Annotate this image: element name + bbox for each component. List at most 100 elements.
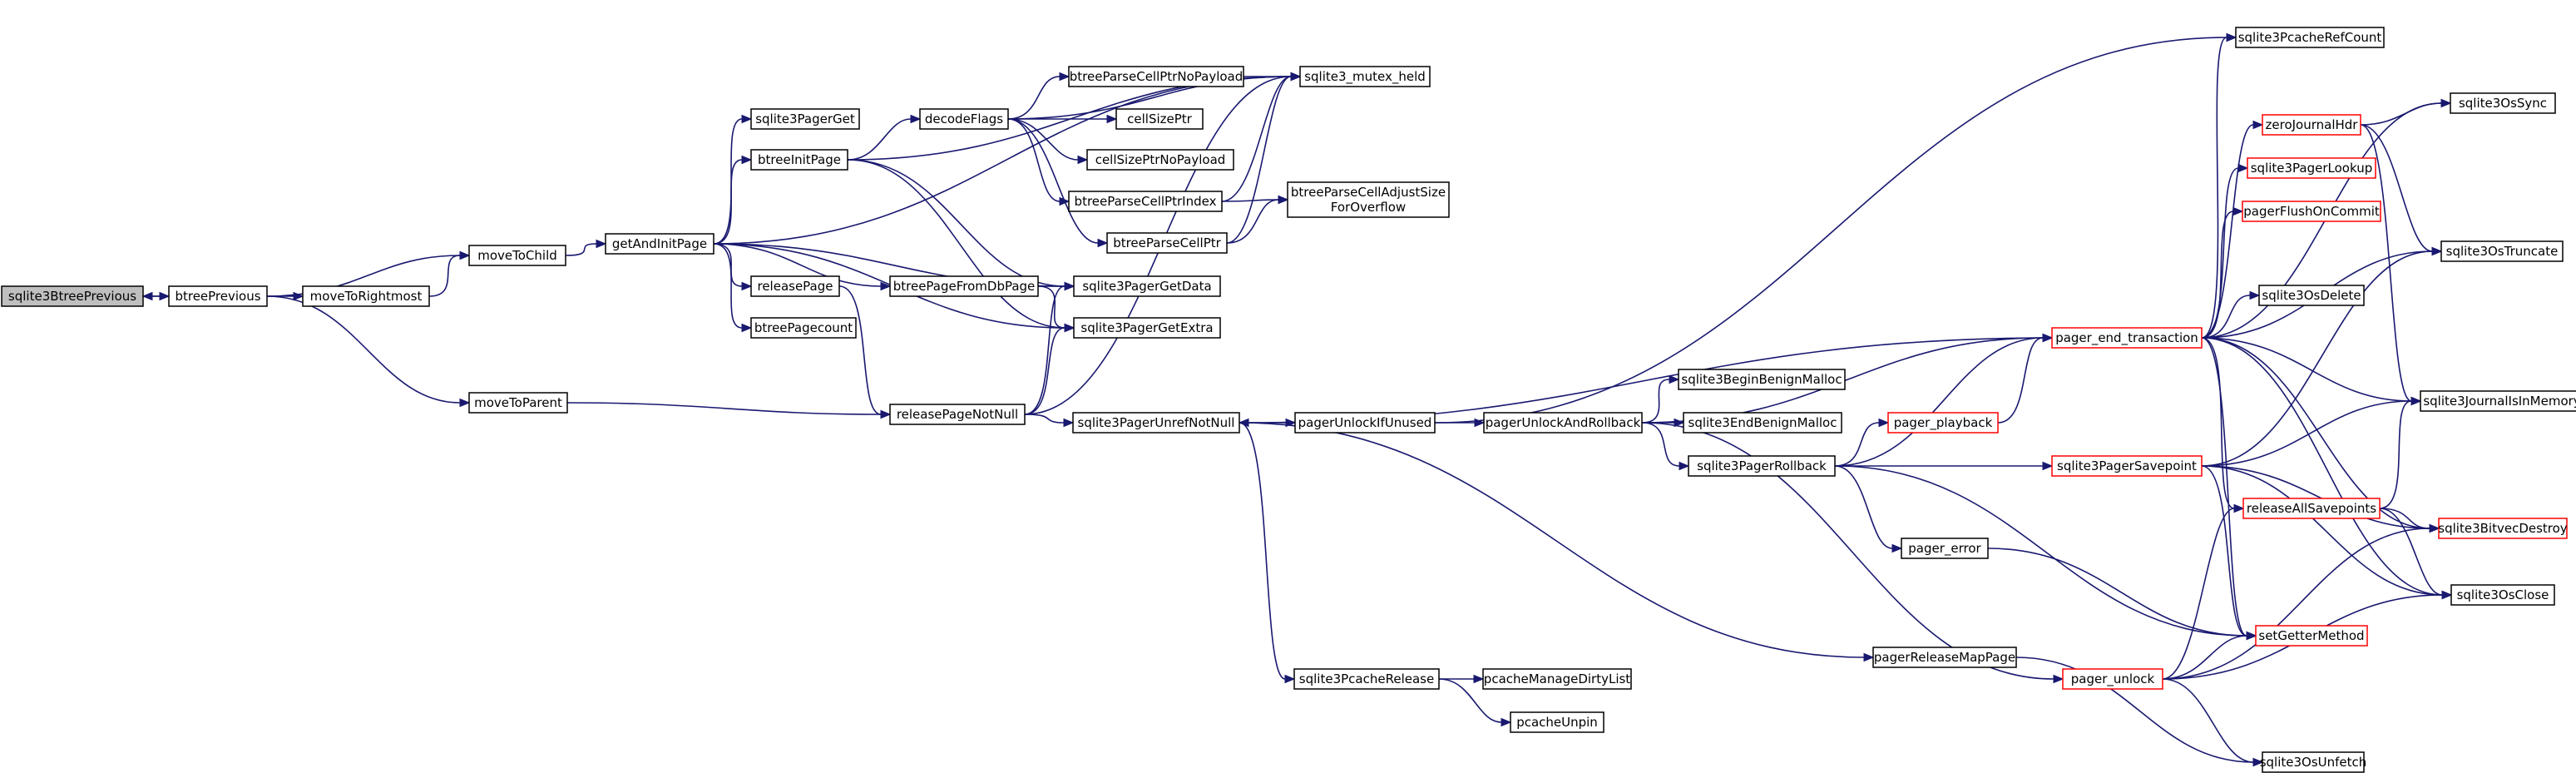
- node-btreeParseCellPtrNoPayload[interactable]: btreeParseCellPtrNoPayload: [1068, 66, 1244, 87]
- arrowhead: [2249, 290, 2261, 300]
- node-releasePage[interactable]: releasePage: [750, 275, 840, 297]
- node-sqlite3PagerLookup[interactable]: sqlite3PagerLookup: [2247, 157, 2376, 179]
- edge-decodeFlags-to-btreeParseCellPtrNoPayload: [1007, 76, 1061, 120]
- node-label: pagerReleaseMapPage: [1874, 650, 2015, 665]
- node-label: btreePagecount: [754, 320, 853, 335]
- edge-sqlite3PagerRollback-to-pager_error: [1834, 465, 1893, 549]
- arrowhead: [2410, 396, 2422, 406]
- arrowhead: [2053, 674, 2064, 684]
- arrowhead: [2441, 590, 2453, 600]
- edge-getAndInitPage-to-btreePageFromDbPage: [713, 243, 882, 287]
- node-pager_playback[interactable]: pager_playback: [1887, 412, 1999, 434]
- node-label: sqlite3EndBenignMalloc: [1688, 415, 1837, 430]
- node-pcacheUnpin[interactable]: pcacheUnpin: [1510, 711, 1604, 733]
- edge-pager_end_transaction-to-sqlite3PagerUnrefNotNull: [1248, 337, 2053, 424]
- node-label: btreePageFromDbPage: [893, 279, 1036, 294]
- edge-btreeParseCellPtrIndex-to-sqlite3_mutex_held: [1221, 76, 1292, 202]
- node-label: sqlite3OsTruncate: [2446, 244, 2559, 259]
- node-label: pager_unlock: [2071, 671, 2155, 687]
- node-pcacheManageDirtyList[interactable]: pcacheManageDirtyList: [1482, 668, 1632, 690]
- node-sqlite3PagerRollback[interactable]: sqlite3PagerRollback: [1688, 455, 1836, 477]
- edge-moveToParent-to-releasePageNotNull: [566, 402, 882, 415]
- node-sqlite3BeginBenignMalloc[interactable]: sqlite3BeginBenignMalloc: [1678, 369, 1846, 390]
- edge-sqlite3PagerSavepoint-to-sqlite3JournalIsInMemory: [2201, 400, 2412, 467]
- node-releaseAllSavepoints[interactable]: releaseAllSavepoints: [2242, 498, 2381, 519]
- node-btreeInitPage[interactable]: btreeInitPage: [750, 149, 848, 171]
- node-label: pcacheUnpin: [1516, 715, 1598, 730]
- node-sqlite3_mutex_held[interactable]: sqlite3_mutex_held: [1299, 66, 1431, 87]
- node-box: [2450, 584, 2555, 606]
- node-pagerUnlockAndRollback[interactable]: pagerUnlockAndRollback: [1483, 412, 1643, 434]
- node-sqlite3BtreePrevious[interactable]: sqlite3BtreePrevious: [1, 285, 144, 307]
- edge-pager_unlock-to-releaseAllSavepoints: [2162, 508, 2235, 680]
- node-label: sqlite3OsUnfetch: [2260, 755, 2367, 770]
- node-label: decodeFlags: [925, 111, 1003, 126]
- node-sqlite3PcacheRelease[interactable]: sqlite3PcacheRelease: [1293, 668, 1440, 690]
- node-label: sqlite3BeginBenignMalloc: [1681, 372, 1842, 387]
- node-cellSizePtr[interactable]: cellSizePtr: [1115, 108, 1204, 130]
- node-box: [1293, 668, 1440, 690]
- node-btreeParseCellPtrIndex[interactable]: btreeParseCellPtrIndex: [1068, 191, 1223, 212]
- arrowhead: [2431, 246, 2443, 256]
- edge-releaseAllSavepoints-to-sqlite3BitvecDestroy: [2379, 508, 2430, 529]
- node-moveToChild[interactable]: moveToChild: [468, 245, 566, 266]
- node-label: sqlite3BtreePrevious: [8, 289, 136, 304]
- node-btreePagecount[interactable]: btreePagecount: [750, 317, 857, 339]
- node-layer: sqlite3BtreePrevious btreePrevious moveToC…: [1, 27, 2576, 773]
- arrowhead: [2237, 163, 2249, 173]
- node-btreePrevious[interactable]: btreePrevious: [168, 285, 268, 307]
- node-label: sqlite3PagerRollback: [1697, 458, 1827, 473]
- node-sqlite3PcacheRefCount[interactable]: sqlite3PcacheRefCount: [2235, 27, 2385, 48]
- arrowhead: [293, 291, 304, 301]
- node-pagerReleaseMapPage[interactable]: pagerReleaseMapPage: [1872, 647, 2017, 668]
- node-label: pcacheManageDirtyList: [1484, 671, 1631, 686]
- node-sqlite3PagerGetData[interactable]: sqlite3PagerGetData: [1073, 275, 1221, 297]
- node-box: [2255, 625, 2368, 647]
- node-label: btreeParseCellPtrIndex: [1075, 194, 1217, 209]
- node-setGetterMethod[interactable]: setGetterMethod: [2255, 625, 2368, 647]
- node-getAndInitPage[interactable]: getAndInitPage: [605, 233, 714, 255]
- node-sqlite3OsUnfetch[interactable]: sqlite3OsUnfetch: [2260, 751, 2367, 773]
- node-box: [2450, 92, 2556, 114]
- node-box: [2262, 114, 2361, 136]
- node-pagerFlushOnCommit[interactable]: pagerFlushOnCommit: [2242, 201, 2381, 222]
- node-sqlite3EndBenignMalloc[interactable]: sqlite3EndBenignMalloc: [1683, 412, 1842, 434]
- node-sqlite3JournalIsInMemory[interactable]: sqlite3JournalIsInMemory: [2420, 390, 2576, 412]
- node-sqlite3OsClose[interactable]: sqlite3OsClose: [2450, 584, 2555, 606]
- node-btreeParseCellPtr[interactable]: btreeParseCellPtr: [1106, 232, 1228, 254]
- node-pager_end_transaction[interactable]: pager_end_transaction: [2051, 327, 2203, 349]
- node-sqlite3PagerSavepoint[interactable]: sqlite3PagerSavepoint: [2051, 455, 2203, 477]
- node-sqlite3BitvecDestroy[interactable]: sqlite3BitvecDestroy: [2438, 518, 2568, 539]
- node-moveToRightmost[interactable]: moveToRightmost: [302, 285, 430, 307]
- node-box: [2051, 327, 2203, 349]
- edge-pager_end_transaction-to-setGetterMethod: [2201, 337, 2247, 637]
- node-releasePageNotNull[interactable]: releasePageNotNull: [889, 404, 1026, 425]
- node-sqlite3PagerGetExtra[interactable]: sqlite3PagerGetExtra: [1073, 317, 1221, 339]
- node-sqlite3OsSync[interactable]: sqlite3OsSync: [2450, 92, 2556, 114]
- node-box: [1073, 317, 1221, 339]
- node-zeroJournalHdr[interactable]: zeroJournalHdr: [2262, 114, 2361, 136]
- node-label: btreeParseCellPtr: [1113, 235, 1221, 250]
- node-box: [1068, 66, 1244, 87]
- node-btreePageFromDbPage[interactable]: btreePageFromDbPage: [889, 275, 1039, 297]
- node-sqlite3PagerUnrefNotNull[interactable]: sqlite3PagerUnrefNotNull: [1072, 412, 1240, 434]
- node-sqlite3OsTruncate[interactable]: sqlite3OsTruncate: [2440, 240, 2564, 262]
- node-sqlite3PagerGet[interactable]: sqlite3PagerGet: [750, 108, 860, 130]
- node-label: sqlite3PagerGetExtra: [1080, 320, 1213, 335]
- arrowhead: [1284, 674, 1296, 684]
- node-box: [168, 285, 268, 307]
- edge-sqlite3PagerRollback-to-pager_playback: [1834, 422, 1880, 467]
- node-pager_error[interactable]: pager_error: [1901, 538, 1989, 559]
- node-cellSizePtrNoPayload[interactable]: cellSizePtrNoPayload: [1086, 149, 1234, 171]
- edge-moveToChild-to-getAndInitPage: [565, 243, 597, 256]
- edge-pager_end_transaction-to-sqlite3JournalIsInMemory: [2201, 337, 2412, 402]
- node-sqlite3OsDelete[interactable]: sqlite3OsDelete: [2258, 285, 2365, 306]
- node-pager_unlock[interactable]: pager_unlock: [2062, 668, 2163, 690]
- node-moveToParent[interactable]: moveToParent: [468, 392, 568, 414]
- node-label: btreePrevious: [175, 289, 260, 304]
- edge-releasePage-to-releasePageNotNull: [838, 285, 882, 415]
- node-pagerUnlockIfUnused[interactable]: pagerUnlockIfUnused: [1294, 412, 1436, 434]
- node-decodeFlags[interactable]: decodeFlags: [919, 108, 1009, 130]
